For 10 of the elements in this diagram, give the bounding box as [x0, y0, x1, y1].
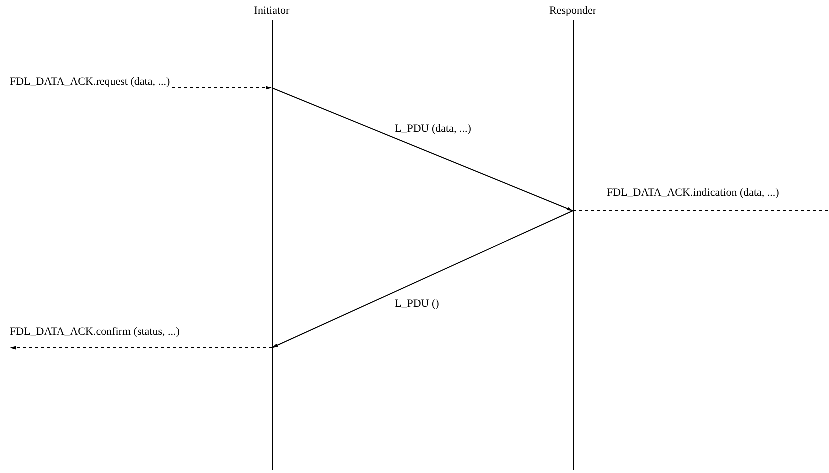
edge-label: FDL_DATA_ACK.request (data, ...) — [10, 76, 170, 88]
lifeline-label: Responder — [548, 5, 598, 17]
edge-label: FDL_DATA_ACK.confirm (status, ...) — [10, 326, 180, 338]
edge-label: L_PDU (data, ...) — [395, 123, 472, 136]
arrow — [272, 88, 574, 212]
edge-label: L_PDU () — [395, 298, 440, 310]
arrow — [10, 346, 272, 350]
edge-label: FDL_DATA_ACK.indication (data, ...) — [607, 187, 780, 200]
arrow — [272, 210, 574, 348]
lifeline-label: Initiator — [253, 5, 291, 17]
